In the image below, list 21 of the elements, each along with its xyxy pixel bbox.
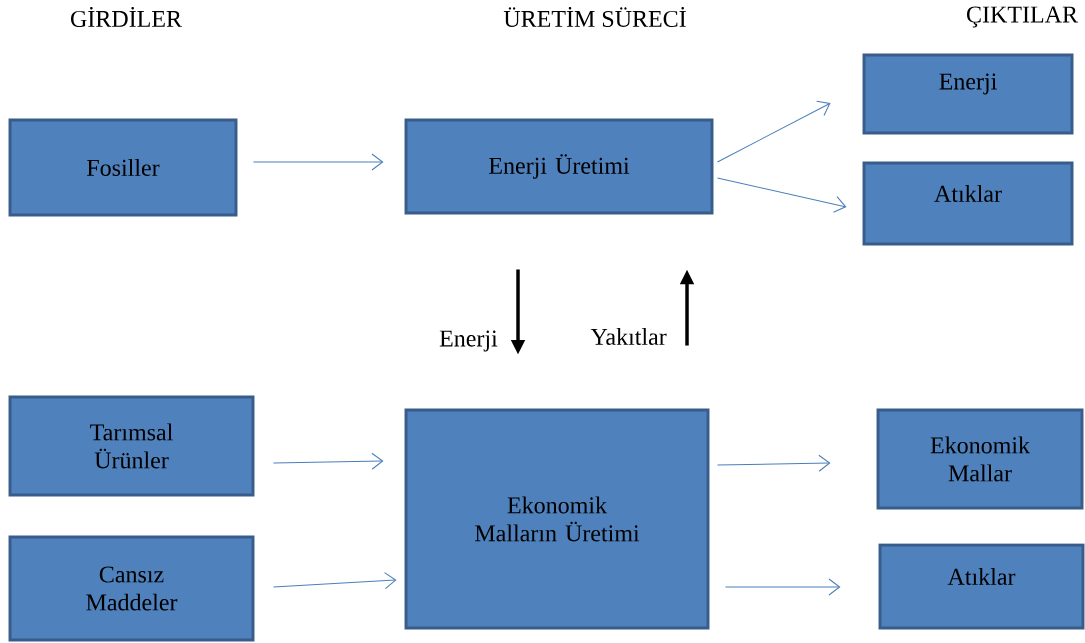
process-box: Atıklar (862, 161, 1074, 246)
process-box: Fosiller (8, 118, 238, 217)
arrow (724, 578, 841, 596)
arrow (252, 153, 384, 171)
column-heading: ÇIKTILAR (967, 6, 1078, 28)
process-box: Enerji (862, 53, 1074, 135)
column-heading: GİRDİLER (71, 7, 182, 27)
edge-label: Yakıtlar (590, 328, 667, 345)
process-box: Ekonomik Malların Üretimi (404, 408, 710, 630)
arrow (716, 454, 831, 472)
process-box: Atıklar (878, 543, 1085, 630)
process-box: Tarımsal Ürünler (8, 395, 255, 497)
column-heading: ÜRETİM SÜRECİ (503, 7, 686, 27)
process-box: Ekonomik Mallar (876, 408, 1084, 510)
edge-label: Enerji (439, 330, 498, 352)
process-box: Cansız Maddeler (8, 535, 255, 642)
arrow (272, 452, 384, 470)
arrow (716, 177, 847, 213)
arrow (716, 100, 831, 163)
process-box: Enerji Üretimi (404, 118, 714, 215)
arrow (272, 572, 397, 590)
